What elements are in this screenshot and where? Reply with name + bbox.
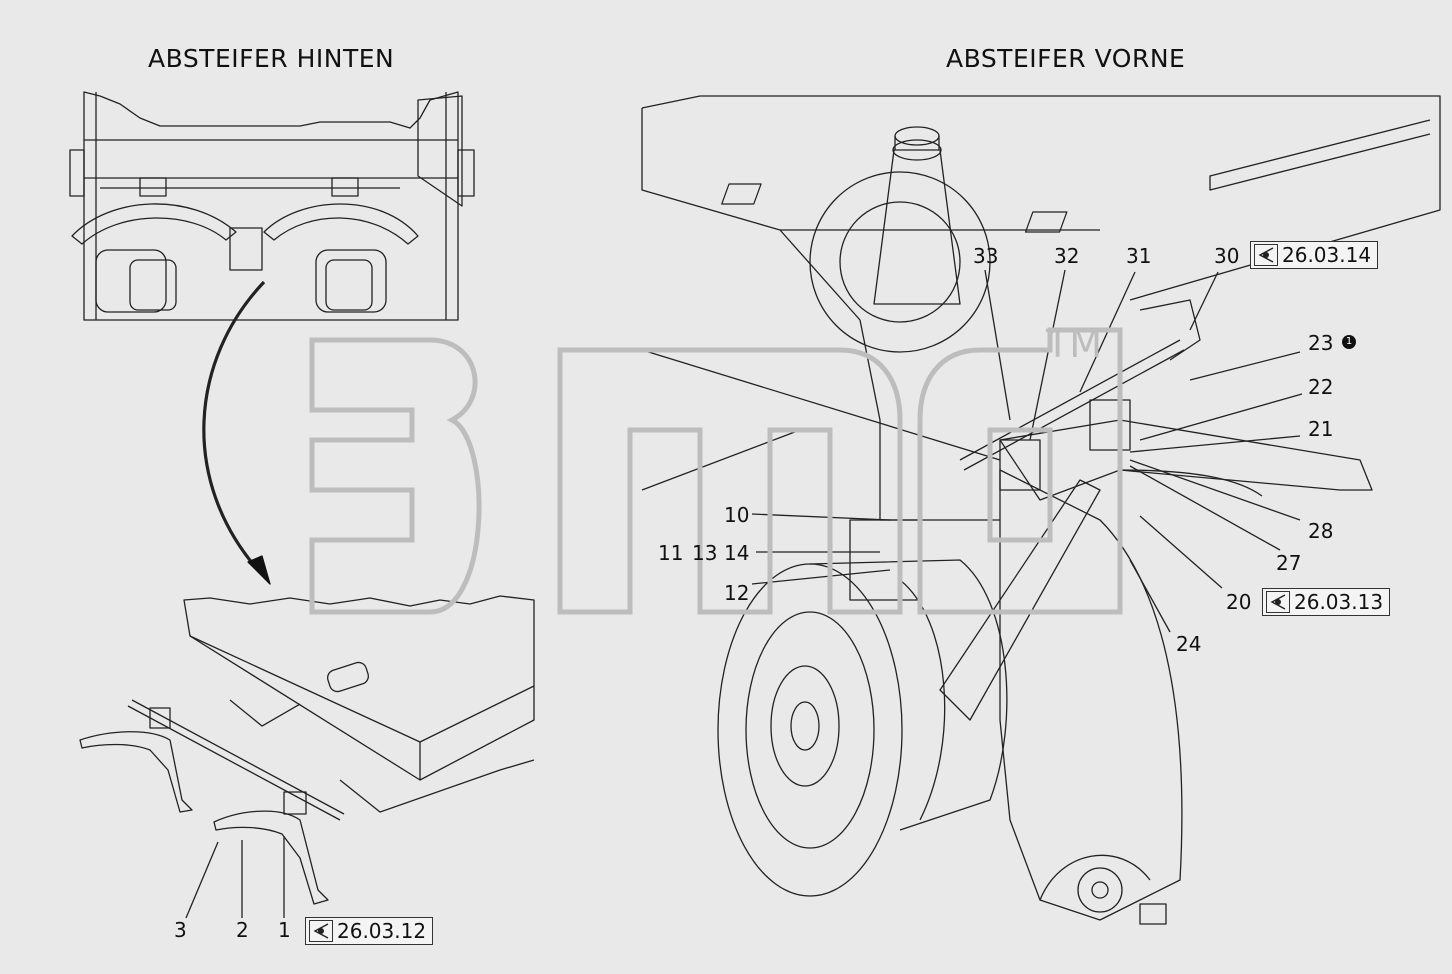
- callout-32: 32: [1054, 244, 1080, 268]
- callout-20: 20: [1226, 590, 1252, 614]
- rear-scraper-arms: [71, 177, 419, 245]
- reference-label: 26.03.14: [1282, 243, 1372, 267]
- callout-22: 22: [1308, 375, 1334, 399]
- callout-27: 27: [1276, 551, 1302, 575]
- front-scraper-arm: [939, 299, 1373, 721]
- front-section-title: ABSTEIFER VORNE: [946, 44, 1186, 73]
- callout-3: 3: [174, 918, 187, 942]
- callout-24: 24: [1176, 632, 1202, 656]
- front-frame: [641, 95, 1441, 521]
- rear-scraper-bar: [79, 699, 345, 905]
- reference-link-26-03-14[interactable]: 26.03.14: [1250, 241, 1379, 269]
- callout-13: 13: [692, 541, 718, 565]
- callout-11: 11: [658, 541, 684, 565]
- view-reference-icon: [309, 920, 333, 942]
- watermark-logo: [309, 327, 1123, 615]
- leader-lines-left: [185, 836, 285, 919]
- view-reference-icon: [1266, 591, 1290, 613]
- leader-lines-right: [751, 269, 1303, 633]
- callout-23: 23: [1308, 331, 1334, 355]
- reference-link-26-03-12[interactable]: 26.03.12: [305, 917, 434, 945]
- callout-21: 21: [1308, 417, 1334, 441]
- rear-assembly-frame: [183, 595, 535, 813]
- callout-2: 2: [236, 918, 249, 942]
- callout-30: 30: [1214, 244, 1240, 268]
- watermark-trademark: TM: [1046, 322, 1102, 366]
- callout-28: 28: [1308, 519, 1334, 543]
- callout-1: 1: [278, 918, 291, 942]
- callout-10: 10: [724, 503, 750, 527]
- note-badge: 1: [1342, 335, 1356, 349]
- reference-label: 26.03.12: [337, 919, 427, 943]
- rear-section-title: ABSTEIFER HINTEN: [148, 44, 395, 73]
- view-reference-icon: [1254, 244, 1278, 266]
- callout-12: 12: [724, 581, 750, 605]
- front-wheel-motor: [717, 519, 1008, 897]
- reference-label: 26.03.13: [1294, 590, 1384, 614]
- assembly-arrow: [202, 280, 271, 585]
- callout-33: 33: [973, 244, 999, 268]
- reference-link-26-03-13[interactable]: 26.03.13: [1262, 588, 1391, 616]
- callout-31: 31: [1126, 244, 1152, 268]
- callout-14: 14: [724, 541, 750, 565]
